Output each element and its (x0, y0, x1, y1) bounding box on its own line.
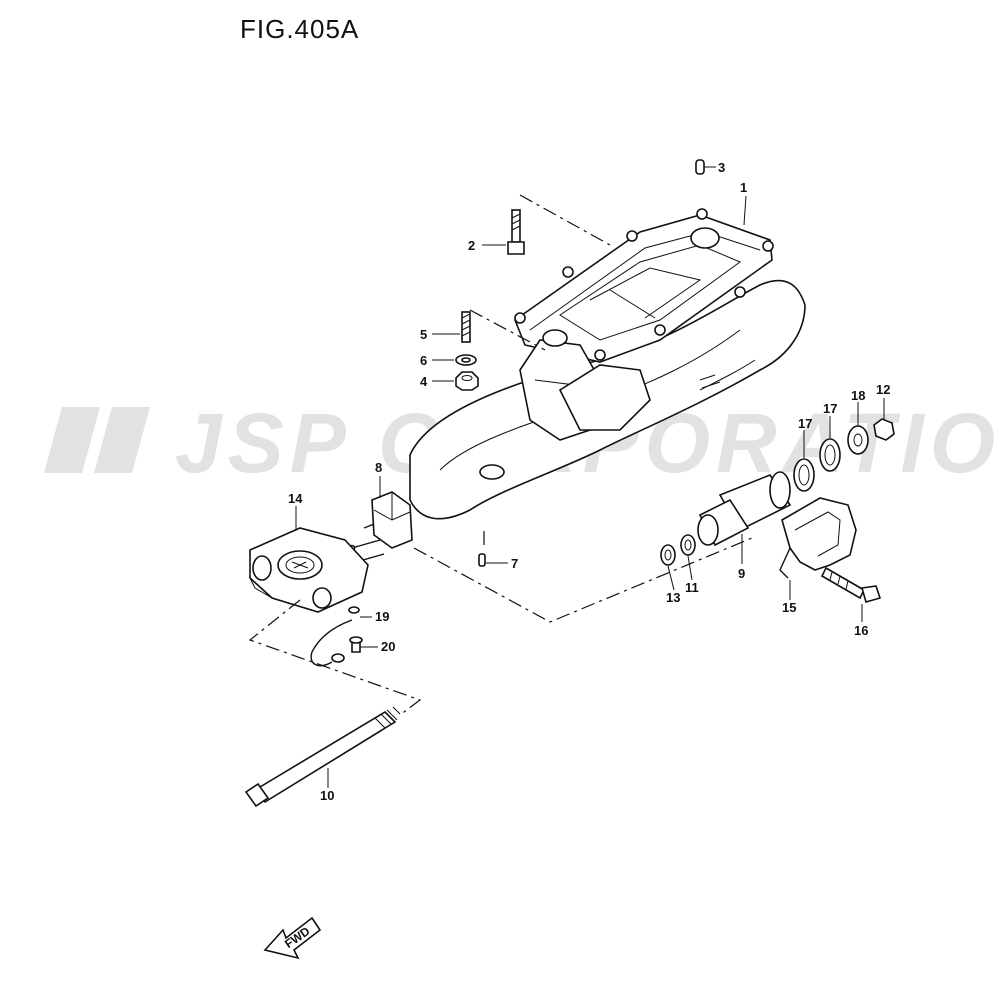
watermark-logo-icon (44, 407, 150, 473)
callout-17b: 17 (823, 401, 837, 416)
part-17-ring-a (793, 458, 815, 492)
callout-15: 15 (782, 600, 796, 615)
part-5-stud (461, 311, 471, 343)
part-13-washer (660, 544, 676, 566)
part-11-washer (680, 534, 696, 556)
callout-20: 20 (381, 639, 395, 654)
callout-13: 13 (666, 590, 680, 605)
part-14-clamp (249, 527, 369, 613)
part-1-lower-case (409, 208, 806, 520)
callout-16: 16 (854, 623, 868, 638)
part-12-nut (873, 418, 895, 441)
part-17-ring-b (819, 438, 841, 472)
callout-12: 12 (876, 382, 890, 397)
part-16-bolt (820, 566, 882, 603)
callout-11: 11 (685, 580, 699, 595)
leader-lines (295, 166, 885, 788)
part-18-washer (847, 425, 869, 455)
callout-10: 10 (320, 788, 334, 803)
callout-3: 3 (718, 160, 725, 175)
callout-7: 7 (511, 556, 518, 571)
part-19-20-ground-wire (310, 606, 363, 667)
callout-6: 6 (420, 353, 427, 368)
part-10-long-bolt (244, 706, 401, 808)
callout-8: 8 (375, 460, 382, 475)
part-9-sleeve (697, 471, 792, 547)
callout-4: 4 (420, 374, 428, 389)
part-7-screw (478, 553, 486, 567)
part-6-washer (455, 354, 477, 366)
part-3-pin (695, 159, 705, 175)
callout-5: 5 (420, 327, 427, 342)
callout-1: 1 (740, 180, 747, 195)
part-8-bracket (348, 491, 413, 566)
callout-19: 19 (375, 609, 389, 624)
fwd-arrow-icon: FWD (263, 916, 322, 960)
part-4-nut (455, 371, 479, 391)
part-2-bolt (507, 209, 525, 255)
callouts: 1 2 3 4 5 6 7 8 9 10 11 12 13 14 15 16 1… (288, 160, 890, 803)
part-15-clamp (779, 497, 857, 579)
callout-14: 14 (288, 491, 303, 506)
callout-9: 9 (738, 566, 745, 581)
callout-18: 18 (851, 388, 865, 403)
assembly-lines (248, 194, 753, 716)
callout-17a: 17 (798, 416, 812, 431)
callout-2: 2 (468, 238, 475, 253)
figure-title: FIG.405A (240, 14, 360, 44)
